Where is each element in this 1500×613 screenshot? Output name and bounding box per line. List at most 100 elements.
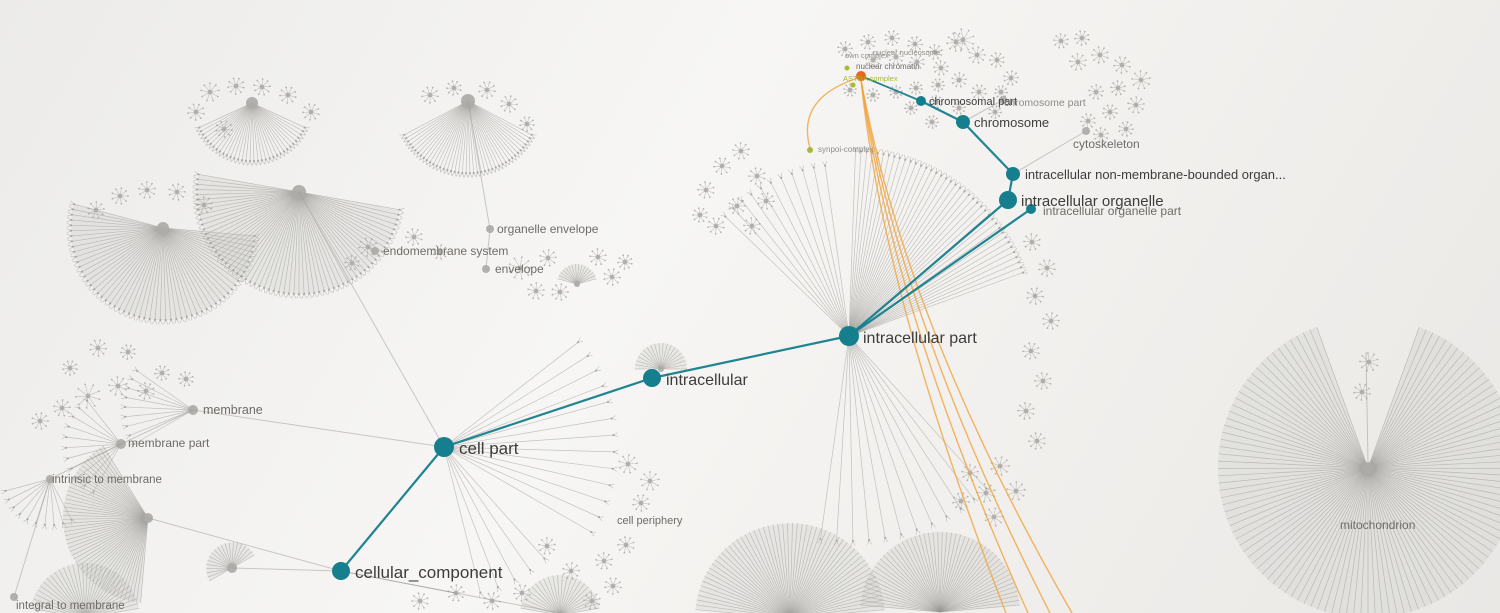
rosette — [907, 36, 923, 52]
term-node[interactable] — [999, 96, 1007, 104]
label-chromosome[interactable]: chromosome — [974, 115, 1049, 130]
fan-cluster — [66, 200, 260, 325]
label-synpoi-complex[interactable]: synpoi-complex — [818, 145, 874, 154]
node-chromosomal-part[interactable] — [916, 96, 926, 106]
rosette — [1110, 80, 1126, 96]
label-intracellular-part[interactable]: intracellular part — [863, 330, 977, 347]
rosette — [1017, 402, 1035, 420]
node-intracellular-non-membrane-bounded-organelle[interactable] — [1006, 167, 1020, 181]
term-node[interactable] — [486, 225, 494, 233]
rosette — [971, 84, 987, 100]
label-intracellular-organelle-part[interactable]: intracellular organelle part — [1043, 204, 1182, 218]
rosette — [302, 103, 320, 121]
label-intracellular-organelle[interactable]: intracellular organelle — [1021, 193, 1164, 210]
rosette — [692, 207, 708, 223]
label-intracellular[interactable]: intracellular — [666, 372, 748, 389]
label-cell-periphery[interactable]: cell periphery — [617, 515, 683, 527]
rosette — [632, 494, 650, 512]
label-mitochondrion[interactable]: mitochondrion — [1340, 518, 1415, 532]
graph-nodes — [332, 65, 1036, 580]
rosette — [344, 255, 360, 271]
node-intracellular[interactable] — [643, 369, 661, 387]
label-organelle-envelope[interactable]: organelle envelope — [497, 222, 599, 236]
node-chromosome[interactable] — [956, 115, 970, 129]
rosette — [640, 471, 660, 491]
node-intracellular-part[interactable] — [839, 326, 859, 346]
label-integral-to-membrane[interactable]: integral to membrane — [16, 600, 125, 612]
rosette — [253, 78, 271, 96]
term-node[interactable] — [371, 247, 379, 255]
label-nuclear-nucleosome[interactable]: nuclear nucleosome — [873, 48, 940, 57]
label-astra-complex[interactable]: ASTRA complex — [843, 74, 898, 83]
node-highlight-1[interactable] — [844, 65, 850, 71]
rosette — [178, 371, 194, 387]
fan-cluster — [860, 531, 1020, 613]
cluster-node[interactable] — [574, 281, 580, 287]
rosette — [909, 81, 923, 95]
rosette — [865, 52, 881, 68]
fan-clusters — [0, 94, 1500, 613]
label-envelope[interactable]: envelope — [495, 262, 544, 276]
rosette — [421, 86, 439, 104]
rosette — [1034, 372, 1052, 390]
cluster-node[interactable] — [1362, 462, 1374, 474]
rosette — [138, 181, 156, 199]
rosette — [595, 552, 613, 570]
rosette — [478, 81, 496, 99]
label-membrane-part[interactable]: membrane part — [128, 436, 210, 450]
node-cell-part[interactable] — [434, 437, 454, 457]
term-node[interactable] — [10, 593, 18, 601]
fan-cluster — [817, 335, 991, 546]
label-own-complex[interactable]: own complex — [845, 51, 889, 60]
rosette — [617, 254, 633, 270]
rosette — [551, 283, 569, 301]
label-chromosomal-part[interactable]: chromosomal part — [929, 96, 1017, 108]
label-intrinsic-to-membrane[interactable]: intrinsic to membrane — [52, 474, 162, 486]
label-cytoskeleton[interactable]: cytoskeleton — [1073, 137, 1140, 151]
label-membrane[interactable]: membrane — [203, 403, 263, 417]
node-intracellular-organelle[interactable] — [999, 191, 1017, 209]
rosette — [1074, 30, 1090, 46]
label-chromosome-part[interactable]: chromosome part — [1004, 97, 1086, 109]
term-node[interactable] — [482, 265, 490, 273]
cluster-node[interactable] — [157, 222, 169, 234]
rosette — [168, 183, 186, 201]
rosette — [527, 282, 545, 300]
rosette — [589, 248, 607, 266]
rosette — [888, 49, 904, 65]
fan-cluster — [62, 445, 153, 603]
rosette — [707, 217, 725, 235]
cluster-node[interactable] — [246, 97, 258, 109]
rosette — [31, 412, 49, 430]
fan-cluster — [848, 146, 1028, 337]
fan-cluster — [720, 160, 850, 337]
rosette — [1028, 432, 1046, 450]
rosette — [1022, 342, 1040, 360]
rosette — [732, 142, 750, 160]
fan-cluster — [205, 541, 255, 582]
node-intracellular-organelle-part[interactable] — [1026, 204, 1036, 214]
cluster-node[interactable] — [658, 366, 664, 372]
node-selected-term[interactable] — [856, 71, 866, 81]
rosette — [843, 83, 857, 97]
term-node[interactable] — [1082, 127, 1090, 135]
label-intracellular-non-membrane-bounded-organelle[interactable]: intracellular non-membrane-bounded organ… — [1025, 167, 1286, 182]
label-nuclear-chromatin[interactable]: nuclear chromatin — [856, 62, 920, 71]
label-cellular-component[interactable]: cellular_component — [355, 563, 503, 582]
rosette — [1102, 104, 1118, 120]
node-highlight-2[interactable] — [850, 82, 856, 88]
label-cell-part[interactable]: cell part — [459, 439, 519, 458]
label-endomembrane-system[interactable]: endomembrane system — [383, 244, 508, 258]
fan-cluster — [635, 343, 687, 372]
rosette — [603, 268, 621, 286]
rosette — [927, 44, 943, 60]
rosette — [583, 592, 601, 610]
rosette — [195, 196, 213, 214]
node-synpoi-complex[interactable] — [807, 147, 813, 153]
rosette — [405, 228, 423, 246]
tree-edges — [10, 96, 1369, 613]
rosette — [1023, 233, 1041, 251]
node-cellular-component[interactable] — [332, 562, 350, 580]
